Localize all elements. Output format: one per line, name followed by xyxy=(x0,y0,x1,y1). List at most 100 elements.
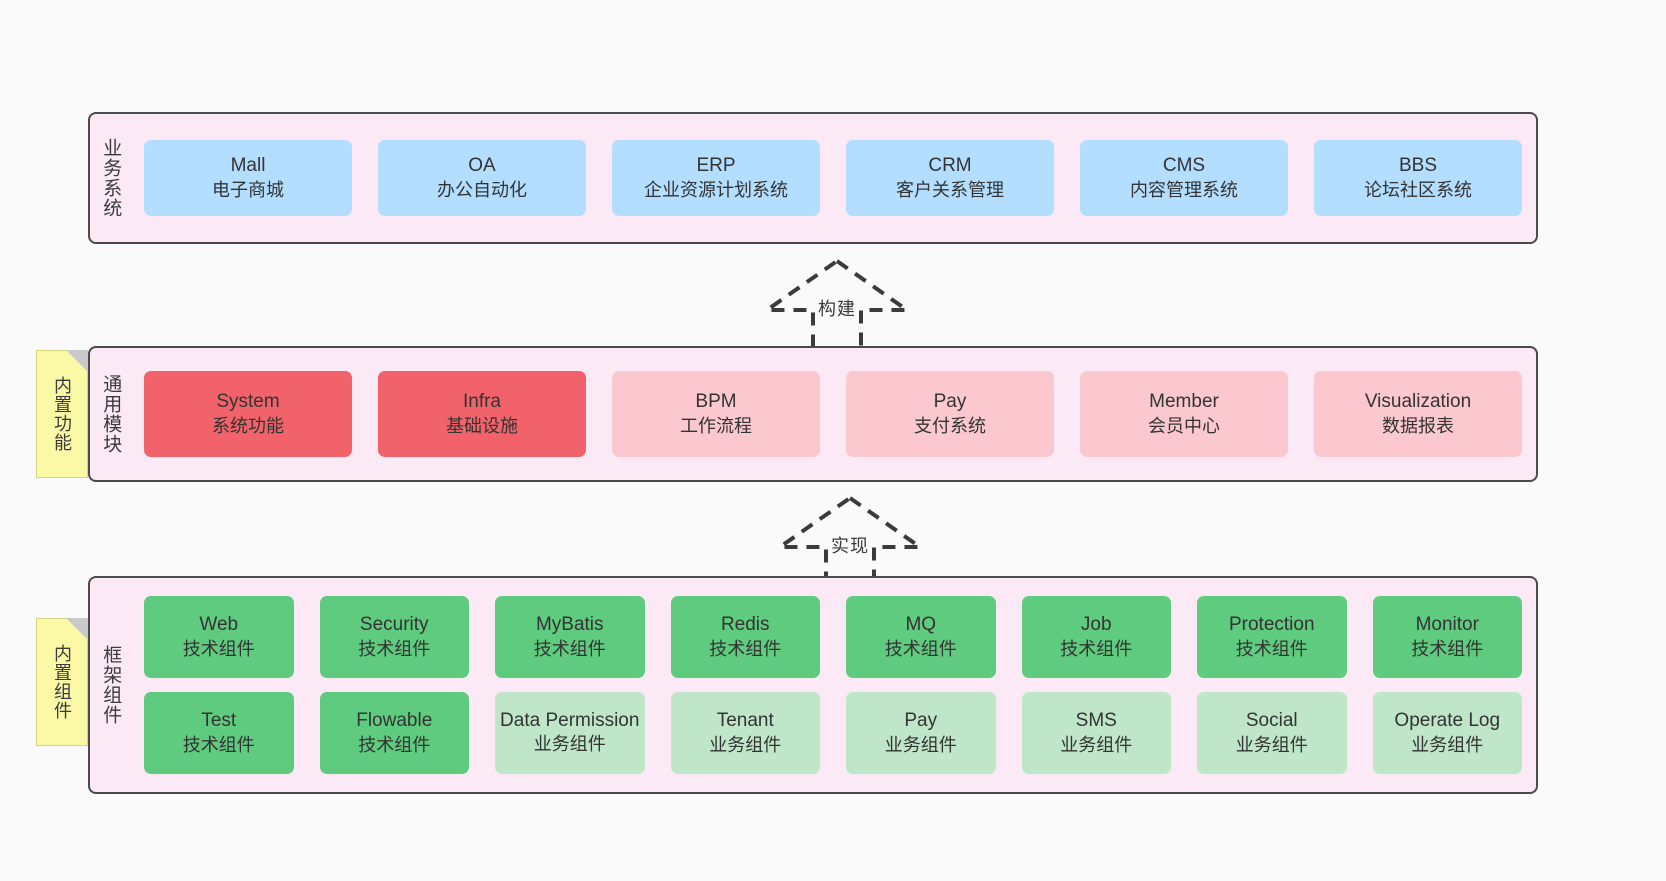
card-title-en: BPM xyxy=(695,391,737,413)
framework-card-pay[interactable]: Pay 业务组件 xyxy=(846,692,996,774)
card-title-cn: 技术组件 xyxy=(358,734,431,755)
card-title-cn: 技术组件 xyxy=(1060,638,1133,659)
common-card-pay[interactable]: Pay 支付系统 xyxy=(846,371,1054,457)
card-title-en: Visualization xyxy=(1364,391,1472,413)
common-card-row: System 系统功能 Infra 基础设施 BPM 工作流程 Pay 支付系统… xyxy=(144,371,1522,457)
business-card-cms[interactable]: CMS 内容管理系统 xyxy=(1080,140,1288,216)
card-title-en: Security xyxy=(359,614,429,636)
card-title-cn: 客户关系管理 xyxy=(896,179,1004,200)
card-title-cn: 会员中心 xyxy=(1148,415,1220,436)
card-title-cn: 系统功能 xyxy=(212,415,284,436)
business-card-bbs[interactable]: BBS 论坛社区系统 xyxy=(1314,140,1522,216)
framework-card-tenant[interactable]: Tenant 业务组件 xyxy=(670,692,820,774)
card-title-cn: 工作流程 xyxy=(680,415,752,436)
card-title-en: Web xyxy=(199,614,239,636)
business-card-oa[interactable]: OA 办公自动化 xyxy=(378,140,586,216)
card-title-cn: 业务组件 xyxy=(884,734,957,755)
card-title-en: Pay xyxy=(904,710,938,732)
common-card-system[interactable]: System 系统功能 xyxy=(144,371,352,457)
card-title-cn: 技术组件 xyxy=(182,734,255,755)
card-title-en: ERP xyxy=(696,155,736,177)
note-builtin-function: 内置功能 xyxy=(36,350,88,478)
layer-framework-component-title: 框架组件 xyxy=(100,645,122,725)
business-card-crm[interactable]: CRM 客户关系管理 xyxy=(846,140,1054,216)
card-title-en: Mall xyxy=(230,155,266,177)
card-title-cn: 业务组件 xyxy=(533,733,606,754)
card-title-cn: 数据报表 xyxy=(1382,415,1454,436)
framework-card-operate-log[interactable]: Operate Log 业务组件 xyxy=(1372,692,1522,774)
dashed-up-arrow-icon xyxy=(773,495,927,588)
framework-card-data-permission[interactable]: Data Permission 业务组件 xyxy=(495,692,645,774)
card-title-cn: 企业资源计划系统 xyxy=(644,179,788,200)
card-title-en: MQ xyxy=(905,614,937,636)
card-title-en: CMS xyxy=(1162,155,1206,177)
card-title-cn: 内容管理系统 xyxy=(1130,179,1238,200)
business-card-mall[interactable]: Mall 电子商城 xyxy=(144,140,352,216)
card-title-cn: 技术组件 xyxy=(884,638,957,659)
card-title-en: System xyxy=(216,391,280,413)
card-title-en: BBS xyxy=(1398,155,1438,177)
framework-card-social[interactable]: Social 业务组件 xyxy=(1197,692,1347,774)
card-title-cn: 技术组件 xyxy=(709,638,782,659)
card-title-en: Job xyxy=(1080,614,1112,636)
framework-card-mq[interactable]: MQ 技术组件 xyxy=(846,596,996,678)
card-title-en: Data Permission xyxy=(500,710,640,732)
card-title-en: Social xyxy=(1245,710,1298,732)
card-title-en: SMS xyxy=(1075,710,1117,732)
framework-card-mybatis[interactable]: MyBatis 技术组件 xyxy=(495,596,645,678)
card-title-cn: 电子商城 xyxy=(212,179,284,200)
card-title-cn: 论坛社区系统 xyxy=(1364,179,1472,200)
card-title-cn: 技术组件 xyxy=(533,638,606,659)
framework-card-flowable[interactable]: Flowable 技术组件 xyxy=(319,692,469,774)
framework-card-test[interactable]: Test 技术组件 xyxy=(144,692,294,774)
framework-card-monitor[interactable]: Monitor 技术组件 xyxy=(1372,596,1522,678)
connector-implement-label: 实现 xyxy=(831,536,869,556)
card-title-en: MyBatis xyxy=(535,614,604,636)
note-builtin-component-label: 内置组件 xyxy=(52,644,72,720)
card-title-en: Test xyxy=(201,710,237,732)
business-card-erp[interactable]: ERP 企业资源计划系统 xyxy=(612,140,820,216)
framework-card-sms[interactable]: SMS 业务组件 xyxy=(1021,692,1171,774)
card-title-en: Tenant xyxy=(716,710,774,732)
layer-business-system-body: Mall 电子商城 OA 办公自动化 ERP 企业资源计划系统 CRM 客户关系… xyxy=(130,114,1536,242)
framework-card-row-business: Test 技术组件 Flowable 技术组件 Data Permission … xyxy=(144,692,1522,774)
framework-card-row-technical: Web 技术组件 Security 技术组件 MyBatis 技术组件 Redi… xyxy=(144,596,1522,678)
card-title-cn: 业务组件 xyxy=(1411,734,1484,755)
card-title-cn: 办公自动化 xyxy=(437,179,527,200)
card-title-en: CRM xyxy=(928,155,972,177)
card-title-en: Protection xyxy=(1228,614,1315,636)
common-card-bpm[interactable]: BPM 工作流程 xyxy=(612,371,820,457)
framework-card-redis[interactable]: Redis 技术组件 xyxy=(670,596,820,678)
card-title-cn: 技术组件 xyxy=(358,638,431,659)
layer-framework-component-body: Web 技术组件 Security 技术组件 MyBatis 技术组件 Redi… xyxy=(130,578,1536,792)
connector-build-arrow: 构建 xyxy=(757,255,917,353)
framework-card-web[interactable]: Web 技术组件 xyxy=(144,596,294,678)
layer-common-module-title: 通用模块 xyxy=(100,374,122,454)
framework-card-protection[interactable]: Protection 技术组件 xyxy=(1197,596,1347,678)
card-title-cn: 基础设施 xyxy=(446,415,518,436)
layer-business-system: 业务系统 Mall 电子商城 OA 办公自动化 ERP 企业资源计划系统 CRM… xyxy=(88,112,1538,244)
card-title-en: Monitor xyxy=(1415,614,1479,636)
card-title-cn: 支付系统 xyxy=(914,415,986,436)
framework-card-security[interactable]: Security 技术组件 xyxy=(319,596,469,678)
common-card-infra[interactable]: Infra 基础设施 xyxy=(378,371,586,457)
layer-common-module-body: System 系统功能 Infra 基础设施 BPM 工作流程 Pay 支付系统… xyxy=(130,348,1536,480)
common-card-member[interactable]: Member 会员中心 xyxy=(1080,371,1288,457)
card-title-cn: 业务组件 xyxy=(1235,734,1308,755)
card-title-cn: 业务组件 xyxy=(1060,734,1133,755)
connector-build-label: 构建 xyxy=(818,299,856,319)
common-card-visualization[interactable]: Visualization 数据报表 xyxy=(1314,371,1522,457)
card-title-en: Operate Log xyxy=(1394,710,1501,732)
layer-framework-component: 框架组件 Web 技术组件 Security 技术组件 MyBatis 技术组件… xyxy=(88,576,1538,794)
connector-implement-arrow: 实现 xyxy=(770,492,930,590)
card-title-cn: 技术组件 xyxy=(182,638,255,659)
card-title-en: Member xyxy=(1149,391,1219,413)
card-title-cn: 技术组件 xyxy=(1411,638,1484,659)
business-card-row: Mall 电子商城 OA 办公自动化 ERP 企业资源计划系统 CRM 客户关系… xyxy=(144,140,1522,216)
note-builtin-component: 内置组件 xyxy=(36,618,88,746)
layer-business-system-title: 业务系统 xyxy=(100,138,122,218)
card-title-en: Pay xyxy=(933,391,967,413)
framework-card-job[interactable]: Job 技术组件 xyxy=(1021,596,1171,678)
card-title-cn: 业务组件 xyxy=(709,734,782,755)
layer-common-module: 通用模块 System 系统功能 Infra 基础设施 BPM 工作流程 Pay… xyxy=(88,346,1538,482)
